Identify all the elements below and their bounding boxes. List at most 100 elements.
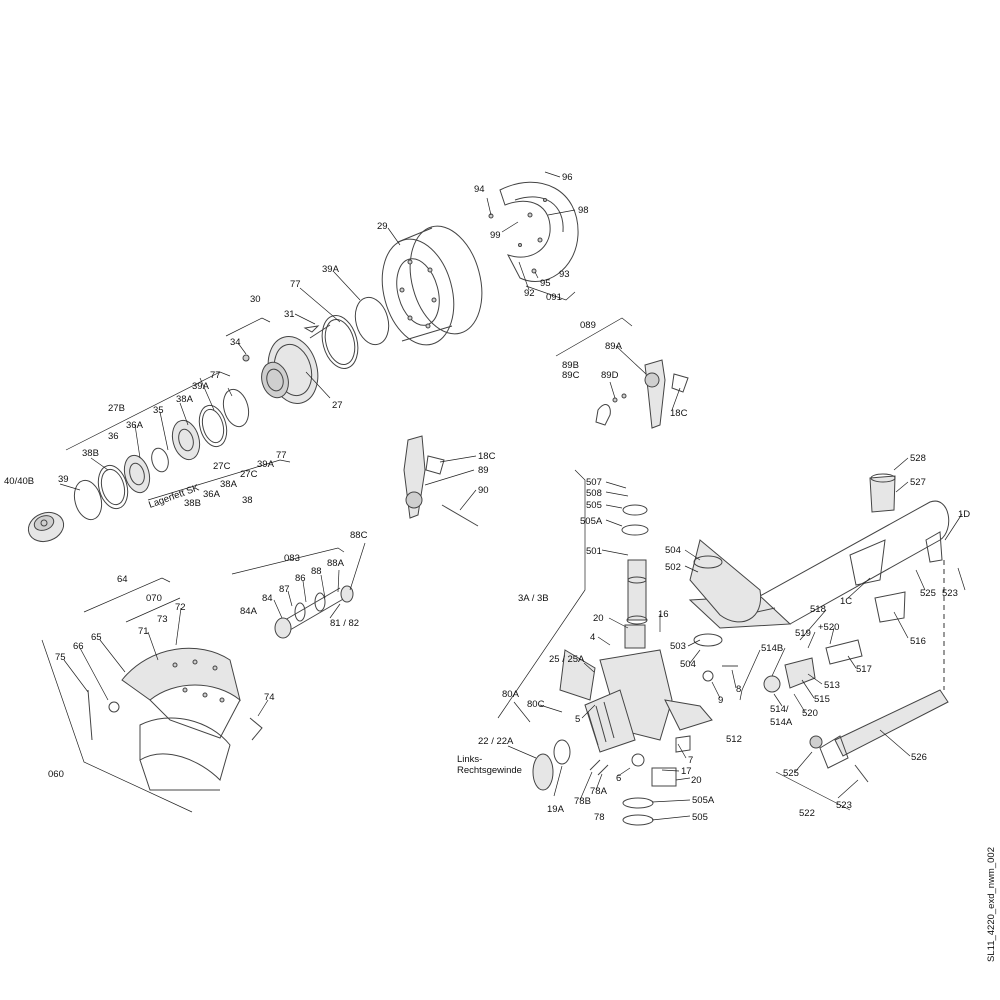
callout-501: 501 [586, 546, 602, 557]
callout-96: 96 [562, 172, 573, 183]
callout-508: 508 [586, 488, 602, 499]
callout-65: 65 [91, 632, 102, 643]
callout-089: 089 [580, 320, 596, 331]
callout-71: 71 [138, 626, 149, 637]
callout-525-a: 525 [920, 588, 936, 599]
callout-38B-a: 38B [82, 448, 99, 459]
callout-98: 98 [578, 205, 589, 216]
callout-88A: 88A [327, 558, 345, 569]
callout-060: 060 [48, 769, 64, 780]
slack-adjuster-mid-part [403, 435, 479, 527]
callout-plus520: +520 [818, 622, 839, 633]
callout-39: 39 [58, 474, 69, 485]
callout-27B: 27B [108, 403, 125, 414]
callout-504-a: 504 [665, 545, 681, 556]
callout-505A-b: 505A [692, 795, 715, 806]
callout-520: 520 [802, 708, 818, 719]
shock-absorber-part [809, 689, 949, 783]
callout-92: 92 [524, 288, 535, 299]
callout-35: 35 [153, 405, 164, 416]
callout-31: 31 [284, 309, 295, 320]
callout-66: 66 [73, 641, 84, 652]
callout-38B-b: 38B [184, 498, 201, 509]
callout-27C-a: 27C [213, 461, 231, 472]
callout-30: 30 [250, 294, 261, 305]
callout-4: 4 [590, 632, 595, 643]
callout-512: 512 [726, 734, 742, 745]
rechtsgewinde-note: Rechtsgewinde [457, 765, 522, 776]
callout-27C-b: 27C [240, 469, 258, 480]
callout-80C: 80C [527, 699, 545, 710]
callout-505A-a: 505A [580, 516, 603, 527]
callout-1D: 1D [958, 509, 970, 520]
callout-513: 513 [824, 680, 840, 691]
callout-505-b: 505 [692, 812, 708, 823]
callout-29: 29 [377, 221, 388, 232]
callout-64: 64 [117, 574, 128, 585]
callout-8: 8 [736, 684, 741, 695]
callout-9: 9 [718, 695, 723, 706]
callout-523-b: 523 [836, 800, 852, 811]
callout-89C: 89C [562, 370, 580, 381]
hub-cap-part [27, 511, 65, 543]
callout-80A: 80A [502, 689, 520, 700]
callout-7: 7 [688, 755, 693, 766]
callout-083: 083 [284, 553, 300, 564]
callout-19A: 19A [547, 804, 565, 815]
callout-516: 516 [910, 636, 926, 647]
callout-36A-a: 36A [126, 420, 144, 431]
group-brackets [41, 285, 851, 813]
dust-shield-part [488, 181, 579, 282]
callout-90: 90 [478, 485, 489, 496]
callout-93: 93 [559, 269, 570, 280]
callout-72: 72 [175, 602, 186, 613]
callout-74: 74 [264, 692, 275, 703]
callout-36A-b: 36A [203, 489, 221, 500]
callout-88: 88 [311, 566, 322, 577]
leader-lines [59, 171, 966, 821]
callout-81-82: 81 / 82 [330, 618, 359, 629]
callout-95: 95 [540, 278, 551, 289]
callout-091: 091 [546, 292, 562, 303]
callout-86: 86 [295, 573, 306, 584]
callout-39A-c: 39A [257, 459, 275, 470]
callout-34: 34 [230, 337, 241, 348]
callout-505-a: 505 [586, 500, 602, 511]
callout-94: 94 [474, 184, 485, 195]
callout-38A-b: 38A [220, 479, 238, 490]
callout-77-c: 77 [276, 450, 287, 461]
slack-adjuster-top-part [595, 359, 689, 429]
camshaft-part [274, 585, 354, 639]
brake-drum-part [381, 225, 483, 346]
callout-77-b: 77 [210, 370, 221, 381]
callout-36: 36 [108, 431, 119, 442]
seal-rings-top [321, 296, 390, 369]
callout-84: 84 [262, 593, 273, 604]
callout-20-b: 20 [691, 775, 702, 786]
callout-89B: 89B [562, 360, 579, 371]
callout-39A-top: 39A [322, 264, 340, 275]
callout-labels: 96 94 98 99 29 93 95 92 091 39A 77 30 31… [4, 172, 997, 962]
callout-525-b: 525 [783, 768, 799, 779]
links-note: Links- [457, 754, 482, 765]
callout-22-22A: 22 / 22A [478, 736, 514, 747]
callout-87: 87 [279, 584, 290, 595]
callout-89A: 89A [605, 341, 623, 352]
callout-6: 6 [616, 773, 621, 784]
callout-503: 503 [670, 641, 686, 652]
callout-78: 78 [594, 812, 605, 823]
drawing-id: SL11_4220_exd_nwm_002 [986, 847, 997, 962]
wheel-hub-part [242, 324, 331, 404]
callout-3A-3B: 3A / 3B [518, 593, 549, 604]
callout-5: 5 [575, 714, 580, 725]
callout-38: 38 [242, 495, 253, 506]
callout-517: 517 [856, 664, 872, 675]
callout-20-a: 20 [593, 613, 604, 624]
callout-514: 514/ [770, 704, 789, 715]
callout-527: 527 [910, 477, 926, 488]
callout-522: 522 [799, 808, 815, 819]
callout-526: 526 [911, 752, 927, 763]
callout-16: 16 [658, 609, 669, 620]
